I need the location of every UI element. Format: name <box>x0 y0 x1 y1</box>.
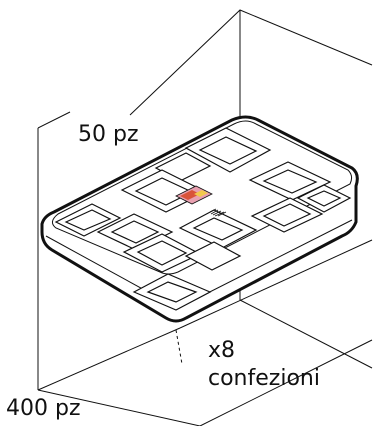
packs-label: confezioni <box>208 366 320 391</box>
lamp-panel <box>248 161 332 201</box>
lamp-panel <box>184 241 242 271</box>
box-wireframe <box>37 9 373 426</box>
lamp-panel <box>54 203 122 237</box>
tray-inner-rim <box>52 120 353 275</box>
lamp-panel <box>184 127 272 173</box>
lamp-panel <box>122 233 202 273</box>
lamp-panels <box>54 127 352 311</box>
multiplier-label: x8 <box>208 338 236 363</box>
per-tray-quantity-label: 50 pz <box>78 122 139 147</box>
barcode <box>209 208 227 217</box>
lamp-panel <box>132 273 212 311</box>
leader-line <box>175 329 183 365</box>
lamp-panel <box>178 209 258 249</box>
total-quantity-label: 400 pz <box>6 396 81 421</box>
product-sticker <box>175 185 227 217</box>
lamp-panel <box>296 184 352 213</box>
lamp-panel <box>250 197 324 233</box>
